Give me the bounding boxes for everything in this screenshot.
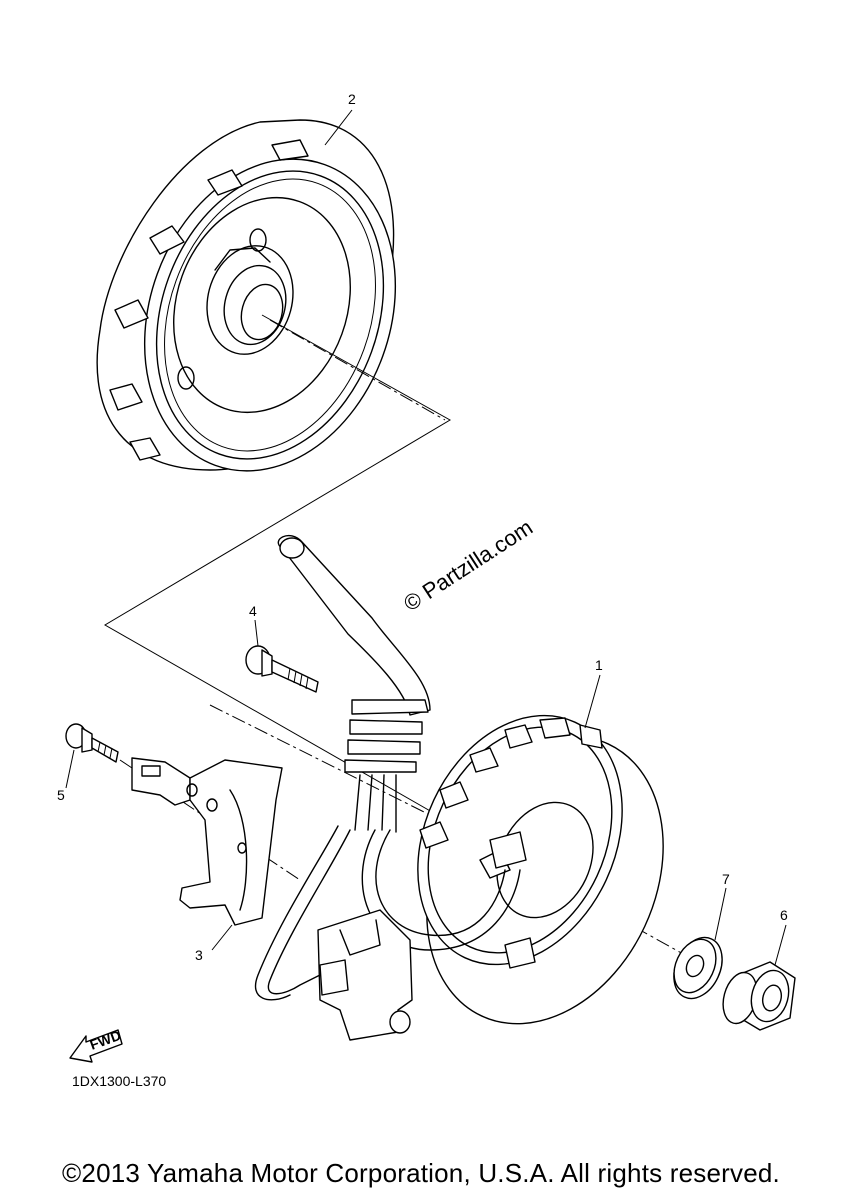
pickup-coil bbox=[317, 909, 413, 1041]
flywheel-rotor bbox=[96, 119, 397, 472]
callout-4: 4 bbox=[249, 603, 257, 619]
stator-assembly bbox=[361, 714, 664, 1025]
callout-3: 3 bbox=[195, 947, 203, 963]
washer-7 bbox=[673, 936, 723, 1000]
wire-harness bbox=[255, 534, 431, 1001]
bracket bbox=[131, 757, 283, 926]
callout-2: 2 bbox=[348, 91, 356, 107]
callout-6: 6 bbox=[780, 907, 788, 923]
diagram-code: 1DX1300-L370 bbox=[72, 1073, 166, 1089]
nut-6 bbox=[722, 961, 796, 1031]
screw-5 bbox=[65, 723, 119, 763]
callout-5: 5 bbox=[57, 787, 65, 803]
callout-7: 7 bbox=[722, 871, 730, 887]
callout-leaders bbox=[65, 109, 787, 966]
bolt-4 bbox=[245, 645, 319, 693]
watermark: © Partzilla.com bbox=[399, 514, 537, 616]
copyright-notice: ©2013 Yamaha Motor Corporation, U.S.A. A… bbox=[62, 1158, 780, 1188]
fwd-arrow-icon: FWD bbox=[69, 1027, 123, 1063]
callout-1: 1 bbox=[595, 657, 603, 673]
